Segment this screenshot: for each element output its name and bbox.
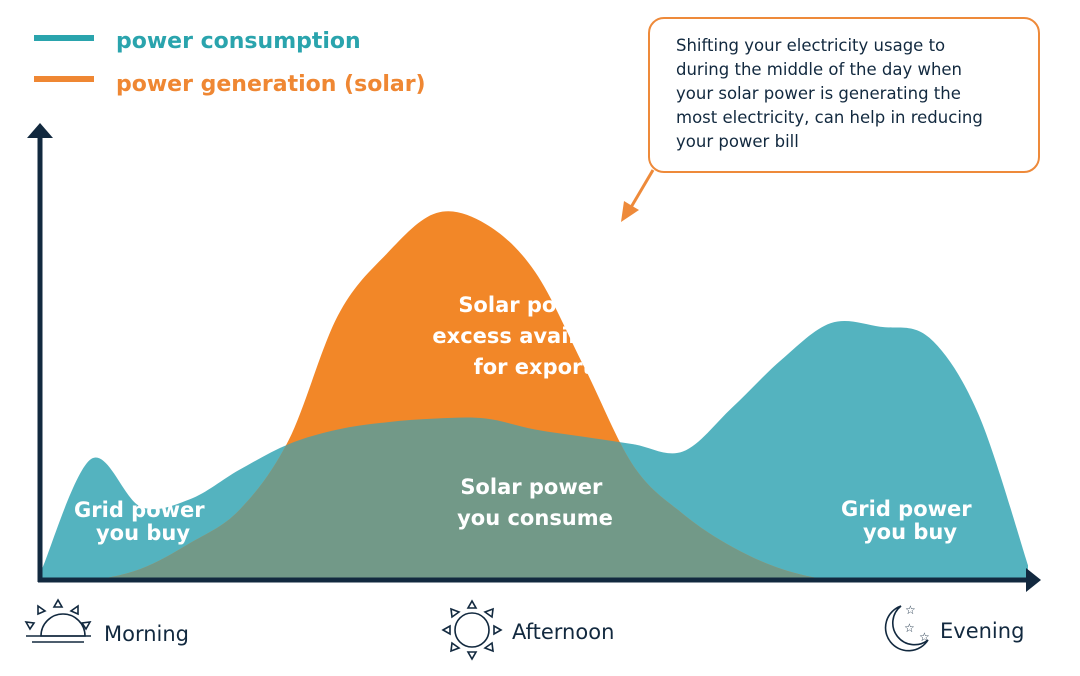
y-axis-arrow [27, 123, 53, 138]
callout-line: your solar power is generating the [676, 84, 961, 103]
x-axis-arrow [1026, 568, 1041, 592]
svg-text:☆: ☆ [904, 621, 915, 635]
legend-label-generation: power generation (solar) [116, 72, 426, 97]
region-label-solar-consumed: Solar power you consume [457, 475, 613, 530]
region-label-solar-excess: Solar power excess available for export [432, 293, 633, 379]
sun-icon [441, 599, 503, 661]
axes [27, 123, 1041, 592]
svg-text:☆: ☆ [905, 603, 916, 617]
moon-stars-icon: ☆ ☆ ☆ [884, 603, 930, 652]
callout-line: during the middle of the day when [676, 60, 963, 79]
callout-line: most electricity, can help in reducing [676, 108, 983, 127]
region-label-grid-morning: Grid power you buy [74, 498, 212, 545]
svg-text:☆: ☆ [919, 630, 930, 644]
time-label-evening: Evening [940, 619, 1024, 643]
callout-line: Shifting your electricity usage to [676, 36, 946, 55]
tip-callout: Shifting your electricity usage to durin… [648, 17, 1040, 173]
callout-line: your power bill [676, 132, 799, 151]
sunrise-icon [24, 598, 92, 643]
time-label-morning: Morning [104, 622, 189, 646]
region-label-grid-evening: Grid power you buy [841, 497, 979, 544]
callout-arrow [621, 169, 655, 222]
legend: power consumption power generation (sola… [34, 29, 426, 97]
legend-label-consumption: power consumption [116, 29, 361, 54]
time-label-afternoon: Afternoon [512, 620, 614, 644]
